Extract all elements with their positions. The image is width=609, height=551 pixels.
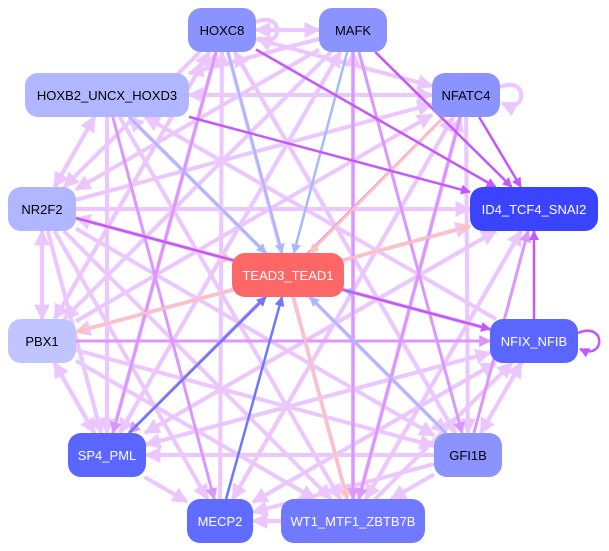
node-label: GFI1B (449, 447, 487, 463)
node-label: WT1_MTF1_ZBTB7B (290, 513, 416, 529)
edge-MECP2-NFIX (252, 361, 498, 504)
edge-NFATC4-GFI1B (459, 116, 476, 435)
edge-MECP2-HOXC8 (213, 50, 230, 500)
edge-NR2F2-GFI1B (74, 226, 436, 438)
node-hoxc8[interactable]: HOXC8 (188, 8, 256, 52)
edge-TEAD3-ID4 (343, 223, 471, 262)
edge-HOXB2-WT1 (117, 115, 343, 501)
node-label: SP4_PML (77, 447, 137, 463)
edge-NFIX-GFI1B (479, 361, 523, 435)
node-label: TEAD3_TEAD1 (242, 267, 334, 283)
node-label: PBX1 (25, 333, 59, 349)
edge-HOXB2-ID4 (188, 115, 471, 195)
node-hoxb2[interactable]: HOXB2_UNCX_HOXD3 (25, 73, 189, 117)
node-label: MECP2 (197, 513, 243, 529)
edge-HOXC8-HOXC8 (255, 17, 280, 52)
edge-SP4-PBX1 (52, 361, 97, 434)
edge-NFIX-HOXB2 (143, 115, 497, 321)
node-nfix[interactable]: NFIX_NFIB (490, 319, 578, 363)
node-sp4[interactable]: SP4_PML (68, 433, 146, 477)
edge-TEAD3-WT1 (292, 296, 350, 500)
node-label: NFATC4 (441, 87, 491, 103)
edge-PBX1-NFATC4 (74, 112, 434, 324)
edge-SP4-MECP2 (143, 475, 189, 504)
node-label: NR2F2 (21, 201, 63, 217)
node-mafk[interactable]: MAFK (319, 8, 387, 52)
edge-TEAD3-PBX1 (75, 288, 233, 335)
node-id4[interactable]: ID4_TCF4_SNAI2 (470, 187, 598, 231)
edge-NFATC4-NFATC4 (499, 82, 524, 117)
edge-GFI1B-TEAD3 (309, 296, 447, 434)
edge-SP4-ID4 (144, 229, 498, 435)
edge-MAFK-SP4 (118, 50, 342, 435)
edge-MECP2-TEAD3 (224, 296, 285, 500)
node-wt1[interactable]: WT1_MTF1_ZBTB7B (281, 499, 425, 543)
edge-GFI1B-HOXC8 (233, 50, 457, 435)
node-label: HOXB2_UNCX_HOXD3 (36, 87, 178, 103)
edge-HOXC8-ID4 (255, 48, 497, 189)
edge-HOXC8-TEAD3 (226, 51, 285, 254)
node-label: NFIX_NFIB (500, 333, 568, 349)
node-label: HOXC8 (199, 22, 245, 38)
edge-SP4-NFIX (145, 348, 492, 447)
node-label: MAFK (334, 22, 372, 38)
edge-NR2F2-HOXB2 (52, 115, 97, 188)
edge-HOXB2-TEAD3 (128, 116, 267, 254)
node-pbx1[interactable]: PBX1 (8, 319, 76, 363)
edge-MAFK-ID4 (374, 51, 513, 188)
edge-NFIX-NFIX (577, 329, 601, 358)
edge-NFATC4-TEAD3 (308, 116, 446, 254)
node-nfatc4[interactable]: NFATC4 (432, 73, 500, 117)
edge-MECP2-NFATC4 (230, 115, 456, 501)
node-mecp2[interactable]: MECP2 (187, 499, 253, 543)
node-nr2f2[interactable]: NR2F2 (8, 187, 76, 231)
edge-NFATC4-ID4 (478, 116, 522, 188)
node-tead3[interactable]: TEAD3_TEAD1 (232, 253, 344, 297)
node-gfi1b[interactable]: GFI1B (434, 433, 502, 477)
node-label: ID4_TCF4_SNAI2 (481, 201, 587, 217)
edge-GFI1B-WT1 (389, 472, 435, 501)
edge-SP4-TEAD3 (128, 296, 267, 434)
